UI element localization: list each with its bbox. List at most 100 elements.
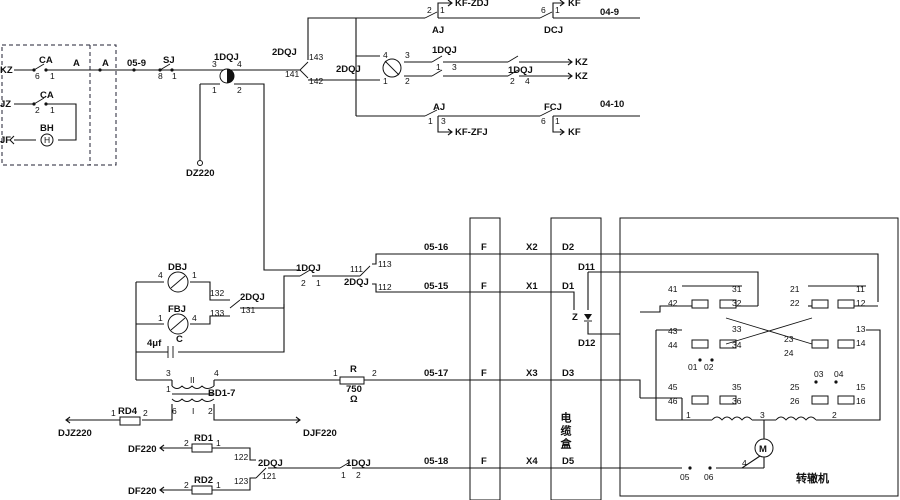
a-label-2: A xyxy=(102,58,109,69)
contact-41: 41 xyxy=(668,284,678,294)
relay-2dqj-label-e: 2DQJ xyxy=(258,458,283,469)
contact-16: 16 xyxy=(856,396,866,406)
contact-43: 43 xyxy=(668,326,678,336)
node-133: 133 xyxy=(210,308,224,318)
relay-2dqj-label-a: 2DQJ xyxy=(272,47,297,58)
relay-1dqj-right-1-pin-3: 3 xyxy=(452,62,457,72)
kf-zdj-label: KF-ZDJ xyxy=(455,0,489,9)
node-141: 141 xyxy=(285,69,299,79)
relay-1dqj-pin-1: 1 xyxy=(212,85,217,95)
aj-bottom-contact-1: 1 xyxy=(428,116,433,126)
contact-34: 34 xyxy=(732,340,742,350)
motor-pin-4: 4 xyxy=(742,458,747,468)
fuse-f-label-4: F xyxy=(481,456,487,467)
motor-label: M xyxy=(759,444,767,455)
relay-1dqj-pin-2: 2 xyxy=(237,85,242,95)
switch-pin-3: 3 xyxy=(405,50,410,60)
contact-42: 42 xyxy=(668,298,678,308)
kf-bottom-label: KF xyxy=(568,127,581,138)
resistor-pin-2: 2 xyxy=(372,368,377,378)
contact-05: 05 xyxy=(680,472,690,482)
relay-1dqj-bottom-pin-2: 2 xyxy=(356,470,361,480)
capacitor-c-label: C xyxy=(176,334,183,345)
aj-top-contact-2: 2 xyxy=(427,5,432,15)
ca-mid-contact-1: 1 xyxy=(50,105,55,115)
fbj-label: FBJ xyxy=(168,304,186,315)
ca-top-contact-6: 6 xyxy=(35,71,40,81)
contact-36: 36 xyxy=(732,396,742,406)
transformer-winding-ii: II xyxy=(190,375,195,385)
fcj-contact-1: 1 xyxy=(555,116,560,126)
dcj-contact-1: 1 xyxy=(555,5,560,15)
df220-label-1: DF220 xyxy=(128,444,157,455)
wire-05-16-label: 05-16 xyxy=(424,242,448,253)
node-113: 113 xyxy=(378,259,392,269)
wire-04-9-label: 04-9 xyxy=(600,7,619,18)
fuse-rd1-pin-1: 1 xyxy=(216,438,221,448)
kz-right-2-label: KZ xyxy=(575,71,588,82)
top-right-network xyxy=(355,0,640,136)
node-142: 142 xyxy=(309,76,323,86)
df220-circuit xyxy=(159,443,470,495)
kf-zfj-label: KF-ZFJ xyxy=(455,127,488,138)
fuse-rd1-label: RD1 xyxy=(194,433,214,444)
middle-relay-contacts xyxy=(283,253,470,304)
dcj-contact-6: 6 xyxy=(541,5,546,15)
fuse-rd4-pin-2: 2 xyxy=(143,408,148,418)
ca-mid-label: CA xyxy=(40,90,54,101)
transformer-bd1-7 xyxy=(65,376,470,426)
dz220-label: DZ220 xyxy=(186,168,215,179)
node-132: 132 xyxy=(210,288,224,298)
relay-2dqj-pole-top xyxy=(258,17,356,81)
cable-box-label: 电缆盒 xyxy=(559,411,573,451)
fuse-rd4-label: RD4 xyxy=(118,406,138,417)
contact-35: 35 xyxy=(732,382,742,392)
contact-32: 32 xyxy=(732,298,742,308)
capacitor-value-label: 4μf xyxy=(147,338,162,349)
relay-1dqj-middle-pin-2: 2 xyxy=(301,278,306,288)
relay-1dqj-label: 1DQJ xyxy=(214,52,239,63)
node-143: 143 xyxy=(309,52,323,62)
sj-contact-1: 1 xyxy=(172,71,177,81)
fuse-f-label-1: F xyxy=(481,242,487,253)
point-machine-contact-groups xyxy=(640,285,881,470)
fuse-f-label-3: F xyxy=(481,368,487,379)
wire-05-9-label: 05-9 xyxy=(127,58,146,69)
resistor-r-label: R xyxy=(350,364,357,375)
contact-15: 15 xyxy=(856,382,866,392)
fuse-rd4-pin-1: 1 xyxy=(111,408,116,418)
contact-46: 46 xyxy=(668,396,678,406)
bh-symbol: H xyxy=(44,135,50,145)
contact-26: 26 xyxy=(790,396,800,406)
terminal-d3-label: D3 xyxy=(562,368,574,379)
contact-01: 01 xyxy=(688,362,698,372)
motor-winding-pin-3: 3 xyxy=(760,410,765,420)
dbj-fbj-circuit xyxy=(135,271,285,381)
switch-pin-1: 1 xyxy=(383,76,388,86)
dbj-pin-4: 4 xyxy=(158,270,163,280)
jz-left-label: JZ xyxy=(0,99,11,110)
resistor-unit-label: Ω xyxy=(350,394,358,405)
kf-top-label: KF xyxy=(568,0,581,9)
transformer-pin-1: 1 xyxy=(166,384,171,394)
relay-1dqj-right-1-pin-1: 1 xyxy=(436,62,441,72)
wire-05-18-label: 05-18 xyxy=(424,456,448,467)
fuse-rd1-pin-2: 2 xyxy=(184,438,189,448)
diode-z-label: Z xyxy=(572,312,578,323)
resistor-value-label: 750 xyxy=(346,384,362,395)
transformer-winding-i: I xyxy=(192,406,194,416)
node-123: 123 xyxy=(234,476,248,486)
node-121: 121 xyxy=(262,471,276,481)
ca-top-contact-1: 1 xyxy=(50,71,55,81)
fuse-rd2-pin-1: 1 xyxy=(216,480,221,490)
contact-21: 21 xyxy=(790,284,800,294)
fuse-rd2-pin-2: 2 xyxy=(184,480,189,490)
relay-1dqj-bottom-label: 1DQJ xyxy=(346,458,371,469)
motor-winding-pin-1: 1 xyxy=(686,410,691,420)
relay-1dqj-pin-4: 4 xyxy=(237,59,242,69)
relay-2dqj-label-b: 2DQJ xyxy=(336,64,361,75)
contact-31: 31 xyxy=(732,284,742,294)
contact-24: 24 xyxy=(784,348,794,358)
contact-02: 02 xyxy=(704,362,714,372)
